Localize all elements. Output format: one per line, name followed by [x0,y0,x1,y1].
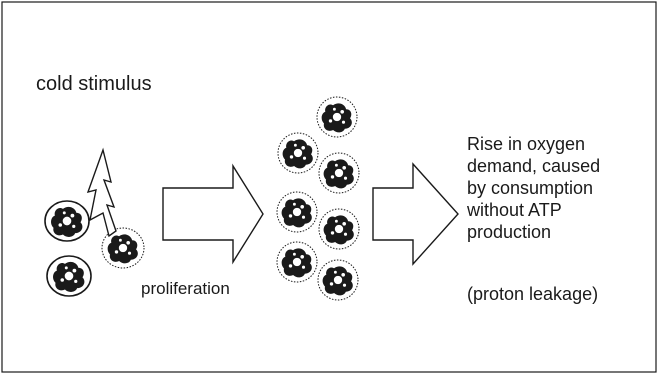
cell-icon [276,241,318,283]
cell-icon [44,200,90,242]
result-text: Rise in oxygen demand, caused by consump… [467,133,600,243]
lightning-bolt-icon [86,147,117,238]
cell-icon [276,191,318,233]
cell-icon [318,208,360,250]
result-line: production [467,222,552,242]
result-line: by consumption [467,178,594,198]
cell-icon [277,132,319,174]
result-line: demand, caused [467,156,601,176]
cell-icon [101,227,145,269]
block-arrow-right-icon [162,163,264,265]
block-arrow-right-icon [372,162,459,266]
stimulus-label: cold stimulus [36,73,152,95]
result-line: without ATP [467,200,562,220]
cell-icon [316,96,358,138]
proliferation-label: proliferation [141,279,230,298]
result-line: Rise in oxygen [467,134,586,154]
cell-icon [318,152,360,194]
cell-icon [317,259,359,301]
proton-leakage-note: (proton leakage) [467,284,599,304]
cell-icon [46,255,92,297]
diagram-frame [1,1,657,373]
